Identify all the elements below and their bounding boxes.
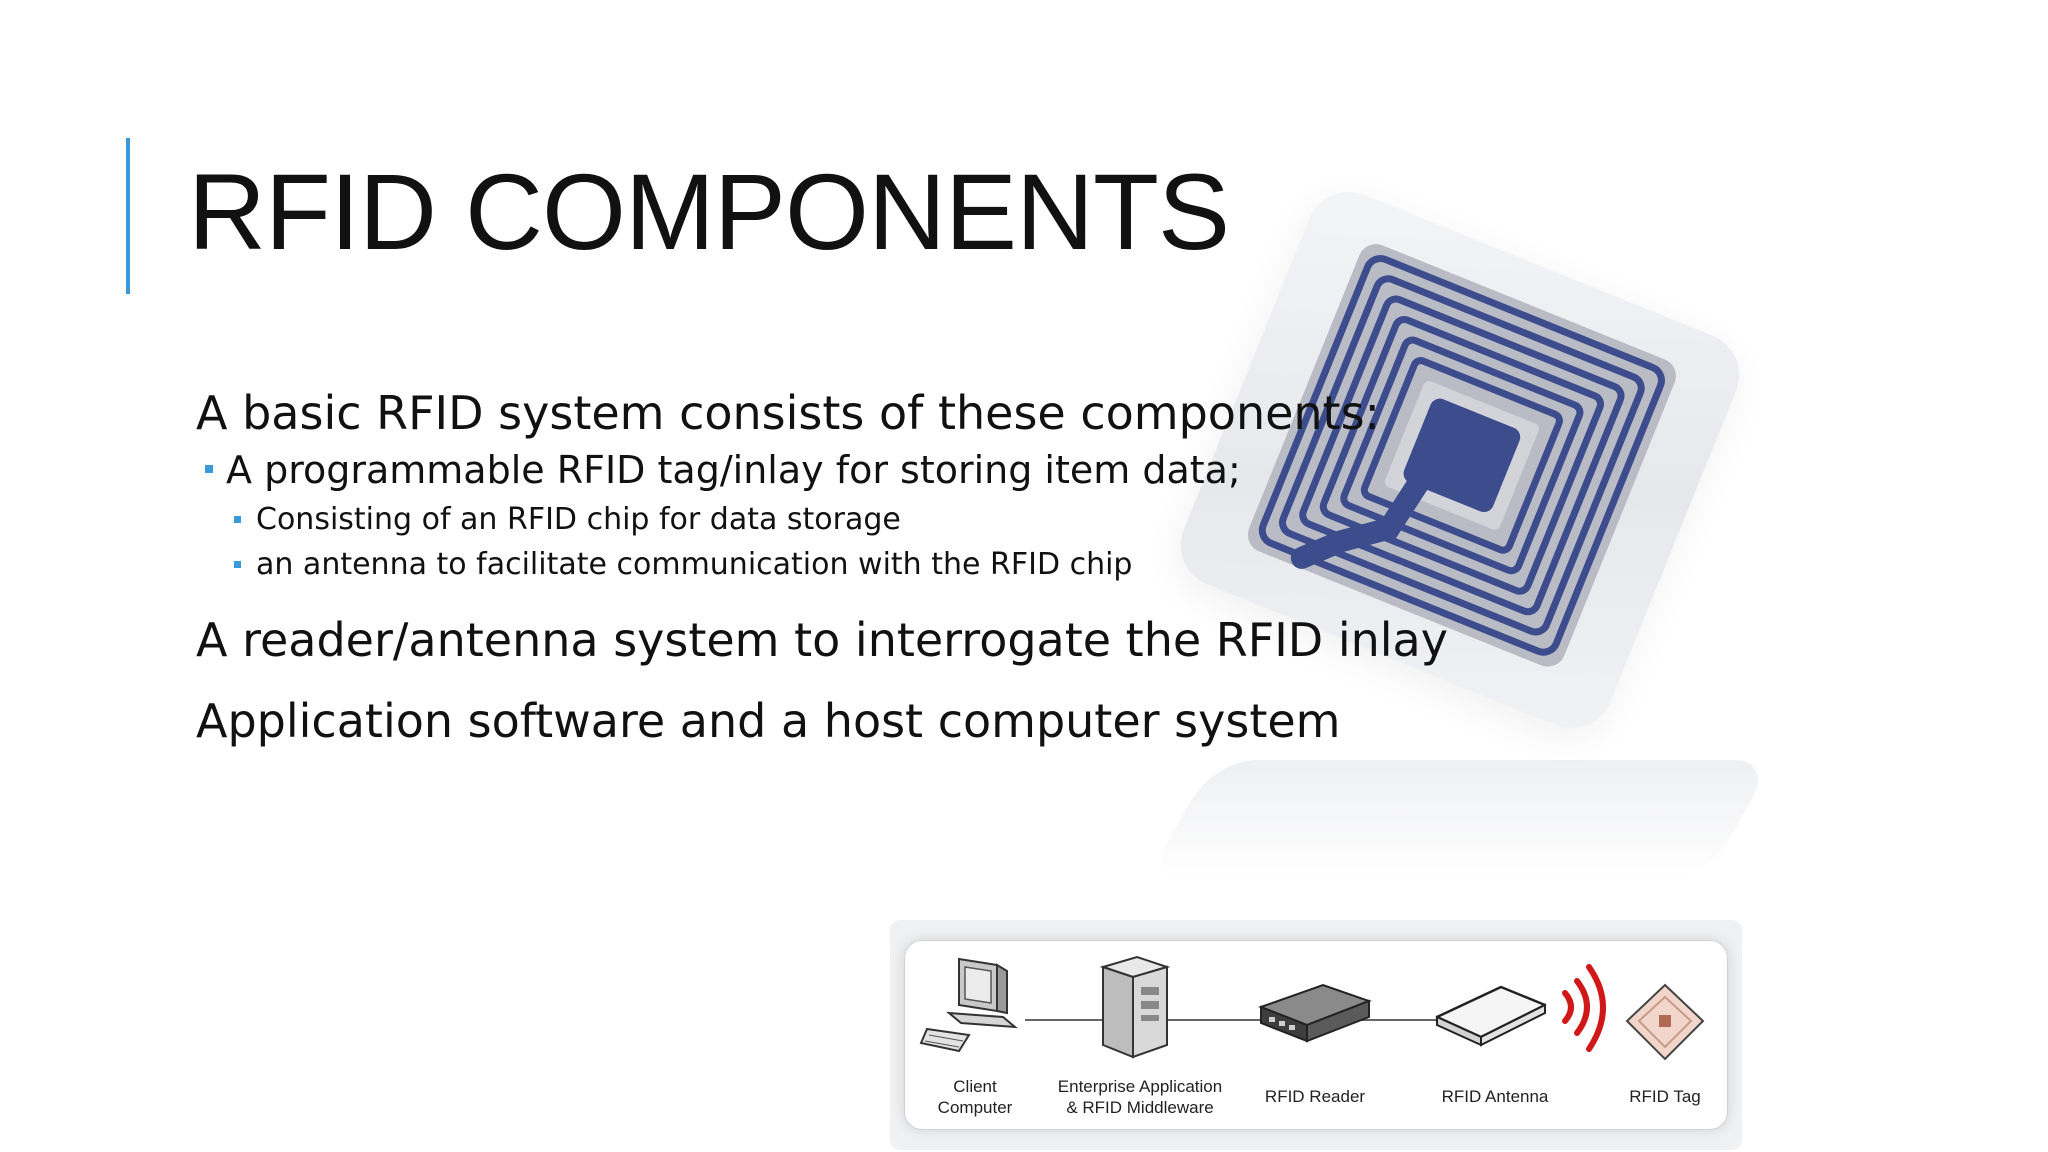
- tag-photo-reflection: [1145, 760, 1775, 880]
- node-label-client-computer: Client Computer: [937, 1077, 1013, 1117]
- computer-icon: [919, 957, 1019, 1053]
- radio-waves-icon: [1562, 964, 1606, 1052]
- node-label-rfid-tag: RFID Tag: [1629, 1087, 1701, 1106]
- title-accent-bar: [126, 138, 130, 294]
- sub-bullet-marker: [234, 516, 241, 523]
- tag-icon: [1625, 983, 1705, 1061]
- node-label-rfid-reader: RFID Reader: [1264, 1087, 1366, 1106]
- reader-line-text: A reader/antenna system to interrogate t…: [196, 613, 1448, 667]
- sub-bullet-antenna-text: an antenna to facilitate communication w…: [256, 547, 1133, 582]
- server-icon: [1099, 955, 1171, 1059]
- rfid-inlay-illustration: [1247, 244, 1676, 667]
- slide-title: RFID COMPONENTS: [188, 151, 1230, 272]
- node-label-enterprise-application: Enterprise Application & RFID Middleware: [1057, 1077, 1223, 1117]
- sub-bullet-marker: [234, 561, 241, 568]
- node-label-rfid-antenna: RFID Antenna: [1441, 1087, 1549, 1106]
- software-line-text: Application software and a host computer…: [196, 694, 1341, 748]
- intro-text: A basic RFID system consists of these co…: [196, 386, 1381, 440]
- bullet-marker: [205, 465, 213, 473]
- sub-bullet-chip-text: Consisting of an RFID chip for data stor…: [256, 502, 901, 537]
- reader-icon: [1258, 983, 1372, 1043]
- bullet-tag-text: A programmable RFID tag/inlay for storin…: [226, 448, 1241, 492]
- rfid-tag-photo: [1168, 179, 1752, 741]
- antenna-icon: [1435, 985, 1547, 1047]
- rfid-system-diagram: Client Computer Enterprise Application &…: [904, 940, 1728, 1130]
